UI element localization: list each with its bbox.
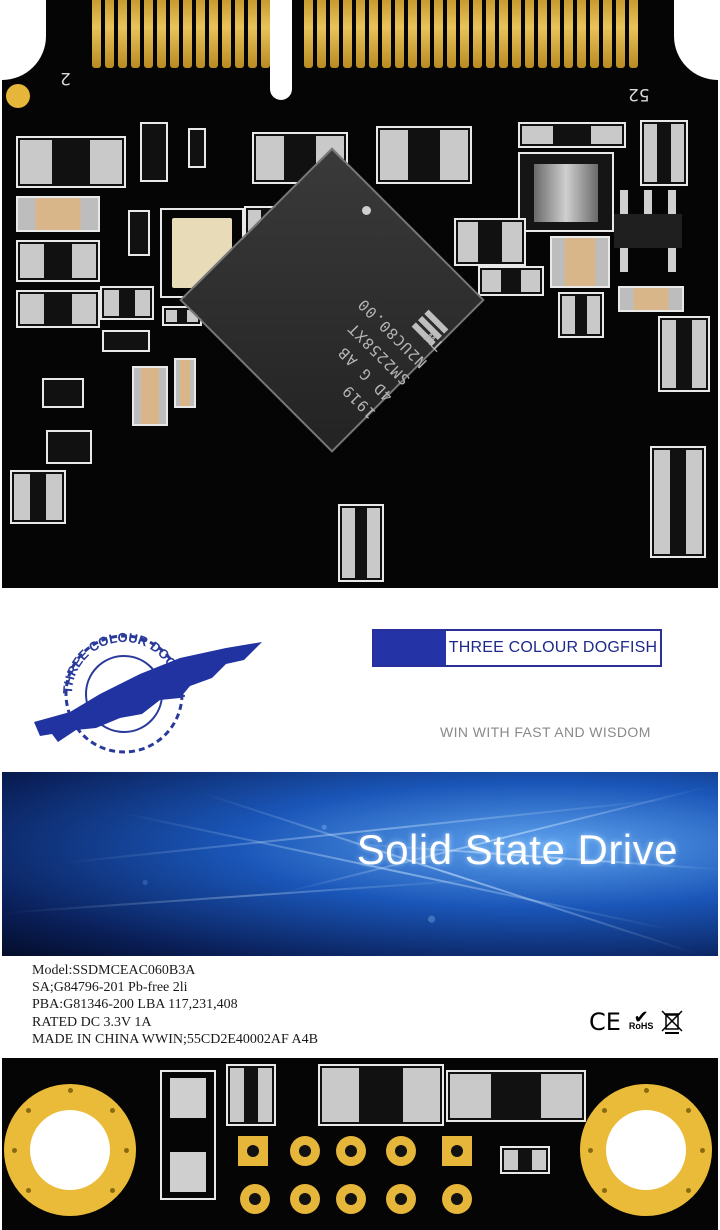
test-pad-round (442, 1184, 472, 1214)
resistor-array (658, 316, 710, 392)
capacitor-bank (454, 218, 526, 266)
resistor-pair (558, 292, 604, 338)
test-pad-round (290, 1136, 320, 1166)
dogfish-silhouette-icon (34, 642, 262, 742)
ce-mark: CE (589, 1008, 621, 1036)
weee-bin-icon (661, 1010, 683, 1034)
resistor (140, 122, 168, 182)
fuse (160, 1070, 216, 1200)
test-pad-square (442, 1136, 472, 1166)
resistor-array (446, 1070, 586, 1122)
diode (42, 378, 84, 408)
brand-name: THREE COLOUR DOGFISH (448, 639, 658, 656)
resistor (128, 210, 150, 256)
slogan: WIN WITH FAST AND WISDOM (440, 724, 651, 740)
resistor (500, 1146, 550, 1174)
connector-key-notch (270, 0, 292, 100)
resistor-array (640, 120, 688, 186)
mounting-hole-right (580, 1084, 712, 1216)
resistor-array (518, 122, 626, 148)
inductor (16, 240, 100, 282)
check-icon: ✔ (633, 1007, 649, 1027)
product-banner: Solid State Drive (2, 772, 718, 956)
certification-marks: CE ✔ RoHS (589, 1008, 683, 1036)
edge-connector-right (304, 0, 638, 68)
capacitor (550, 236, 610, 288)
rohs-text: RoHS (628, 1021, 654, 1031)
spec-line: PBA:G81346-200 LBA 117,231,408 (32, 997, 238, 1013)
board-corner-cut-left (2, 0, 46, 80)
test-pad-round (336, 1184, 366, 1214)
edge-connector-left (92, 0, 270, 68)
pcb-bottom-section (2, 1058, 718, 1230)
diode (46, 430, 92, 464)
pin-number-52: 52 (628, 84, 650, 104)
test-pad-round (290, 1184, 320, 1214)
capacitor (174, 358, 196, 408)
board-corner-cut-right (674, 0, 718, 80)
resistor-pair (10, 470, 66, 524)
capacitor (16, 196, 100, 232)
test-pad-square (238, 1136, 268, 1166)
transistor (614, 190, 684, 280)
resistor-pair (16, 290, 100, 328)
capacitor (618, 286, 684, 312)
test-pad-round (240, 1184, 270, 1214)
capacitor-bank (318, 1064, 444, 1126)
spec-line: Model:SSDMCEAC060B3A (32, 963, 196, 978)
brand-box: THREE COLOUR DOGFISH (372, 629, 662, 667)
spec-line: SA;G84796-201 Pb-free 2li (32, 980, 188, 996)
silicon-motion-logo-icon (411, 309, 449, 347)
inductor (16, 136, 126, 188)
test-pad-round (386, 1184, 416, 1214)
mounting-hole-left (4, 1084, 136, 1216)
resistor (102, 330, 150, 352)
capacitor-bank (376, 126, 472, 184)
test-pad-round (336, 1136, 366, 1166)
resistor-array (338, 504, 384, 582)
resistor (478, 266, 544, 296)
mounting-pad-small (6, 84, 30, 108)
resistor (188, 128, 206, 168)
resistor-pair (100, 286, 154, 320)
spec-line: MADE IN CHINA WWIN;55CD2E40002AF A4B (32, 1031, 318, 1047)
pcb-top-section: 2 52 (2, 0, 718, 588)
banner-title: Solid State Drive (356, 826, 678, 873)
spec-text-block: Model:SSDMCEAC060B3A SA;G84796-201 Pb-fr… (32, 962, 318, 1048)
capacitor-pair (226, 1064, 276, 1126)
pin-number-2: 2 (60, 68, 71, 88)
spec-line: RATED DC 3.3V 1A (32, 1014, 152, 1030)
resistor-array (650, 446, 706, 558)
test-pad-round (386, 1136, 416, 1166)
chip-pin1-dot (362, 206, 371, 215)
capacitor (132, 366, 168, 426)
rohs-mark: ✔ RoHS (628, 1007, 654, 1031)
brand-accent-bar (374, 631, 446, 665)
voltage-regulator (518, 152, 614, 232)
dogfish-logo: THREE COLOUR DOGFISH TECHNOLOGY (30, 608, 262, 754)
product-label (2, 588, 718, 772)
